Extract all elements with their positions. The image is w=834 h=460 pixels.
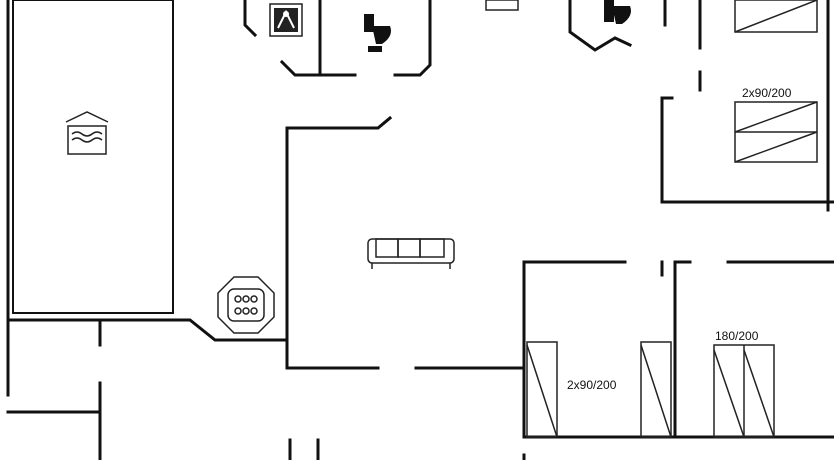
bed-label-middle-room: 2x90/200 bbox=[567, 378, 617, 392]
kitchen-counter bbox=[485, 0, 519, 11]
whirlpool-icon bbox=[217, 276, 275, 334]
bed-middle-1 bbox=[526, 341, 558, 438]
bed-double bbox=[713, 344, 775, 438]
toilet-icon bbox=[364, 14, 391, 52]
bed-top-right-1 bbox=[734, 0, 818, 33]
pool-icon bbox=[65, 111, 109, 155]
bed-top-right-2 bbox=[734, 101, 818, 163]
shower-icon bbox=[269, 3, 303, 37]
toilet-icon bbox=[604, 0, 631, 24]
walls bbox=[6, 0, 834, 460]
bed-middle-2 bbox=[640, 341, 672, 438]
bed-label-top-right: 2x90/200 bbox=[742, 86, 792, 100]
bed-label-right-room: 180/200 bbox=[715, 329, 759, 343]
sofa-icon bbox=[367, 238, 455, 269]
pool-area bbox=[12, 0, 174, 314]
